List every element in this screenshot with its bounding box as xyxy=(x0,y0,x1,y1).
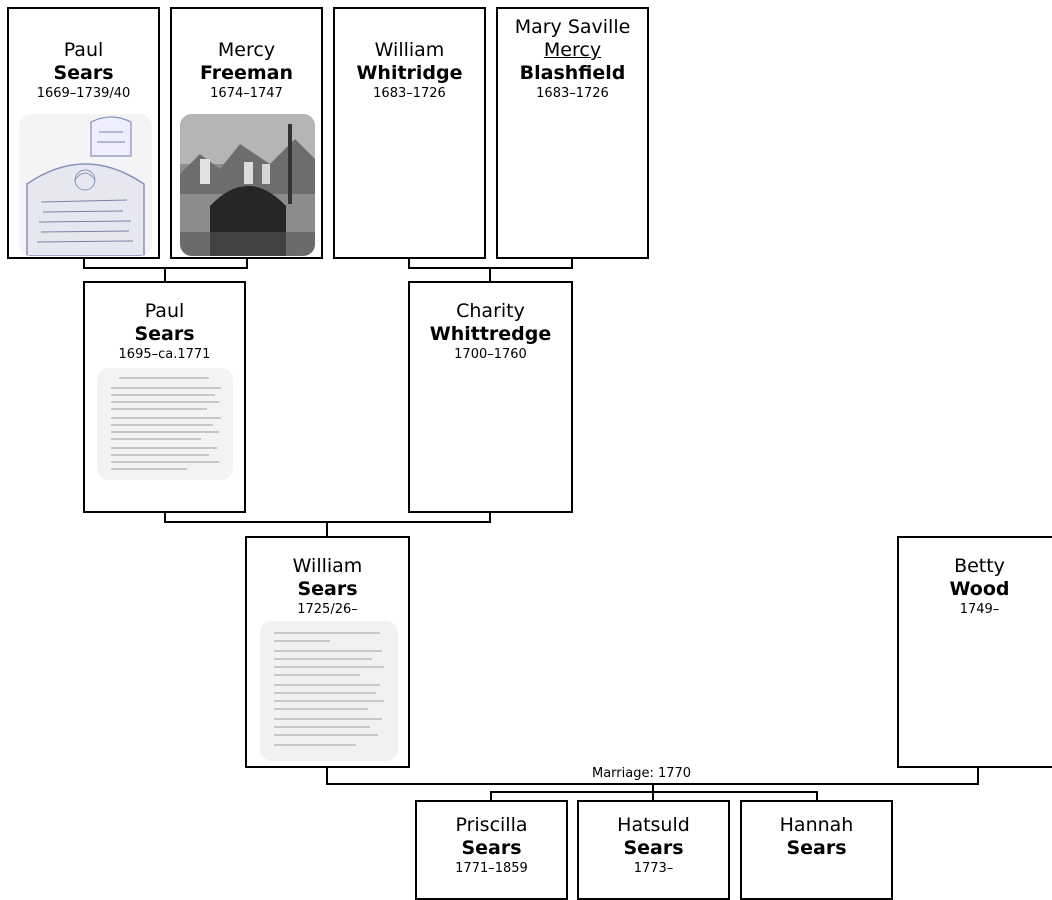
alternate-given-name: Mercy xyxy=(543,39,602,61)
person-card-paul-sears-1695[interactable]: Paul Sears 1695–ca.1771 xyxy=(83,281,246,513)
given-name: Priscilla xyxy=(455,814,528,836)
connector-line xyxy=(83,257,85,269)
surname: Sears xyxy=(786,837,847,859)
connector-line xyxy=(489,267,491,281)
life-dates: 1669–1739/40 xyxy=(36,86,131,101)
connector-line xyxy=(489,511,491,523)
person-card-mercy-blashfield[interactable]: Mary Saville Mercy Blashfield 1683–1726 xyxy=(496,7,649,259)
person-card-william-sears[interactable]: William Sears 1725/26– xyxy=(245,536,410,768)
connector-line xyxy=(652,783,654,793)
gravestone-photo-image[interactable] xyxy=(180,114,315,256)
connector-line xyxy=(816,791,818,800)
person-card-charity-whittredge[interactable]: Charity Whittredge 1700–1760 xyxy=(408,281,573,513)
given-name: Betty xyxy=(954,555,1005,577)
given-name: Mary Saville xyxy=(514,16,631,38)
surname: Sears xyxy=(53,62,114,84)
given-name: Paul xyxy=(144,300,185,322)
person-card-william-whitridge[interactable]: William Whitridge 1683–1726 xyxy=(333,7,486,259)
connector-line xyxy=(408,257,410,269)
person-card-betty-wood[interactable]: Betty Wood 1749– xyxy=(897,536,1052,768)
surname: Whitridge xyxy=(356,62,463,84)
connector-line xyxy=(326,766,328,785)
life-dates: 1773– xyxy=(633,861,674,876)
life-dates: 1771–1859 xyxy=(455,861,528,876)
surname: Sears xyxy=(134,323,195,345)
surname: Freeman xyxy=(199,62,294,84)
life-dates: 1749– xyxy=(959,602,1000,617)
life-dates: 1683–1726 xyxy=(536,86,609,101)
life-dates: 1674–1747 xyxy=(210,86,283,101)
given-name: Paul xyxy=(63,39,104,61)
life-dates: 1683–1726 xyxy=(373,86,446,101)
life-dates: 1695–ca.1771 xyxy=(118,347,211,362)
marriage-label: Marriage: 1770 xyxy=(589,766,695,782)
connector-line xyxy=(164,267,166,281)
gravestone-sketch-image[interactable] xyxy=(19,114,152,256)
person-card-priscilla-sears[interactable]: Priscilla Sears 1771–1859 xyxy=(415,800,568,900)
given-name: William xyxy=(292,555,363,577)
surname: Sears xyxy=(297,578,358,600)
connector-line xyxy=(490,791,818,793)
person-card-paul-sears-1669[interactable]: Paul Sears 1669–1739/40 xyxy=(7,7,160,259)
connector-line xyxy=(490,791,492,800)
surname: Sears xyxy=(461,837,522,859)
person-card-hannah-sears[interactable]: Hannah Sears xyxy=(740,800,893,900)
given-name: William xyxy=(374,39,445,61)
surname: Wood xyxy=(949,578,1010,600)
document-page-image[interactable] xyxy=(97,368,233,480)
life-dates: 1725/26– xyxy=(297,602,358,617)
document-page-image[interactable] xyxy=(260,621,398,761)
surname: Whittredge xyxy=(429,323,552,345)
connector-line xyxy=(571,257,573,269)
surname: Sears xyxy=(623,837,684,859)
given-name: Hatsuld xyxy=(617,814,690,836)
connector-line xyxy=(652,791,654,800)
surname: Blashfield xyxy=(519,62,626,84)
person-card-mercy-freeman[interactable]: Mercy Freeman 1674–1747 xyxy=(170,7,323,259)
connector-line xyxy=(246,257,248,269)
connector-line xyxy=(326,521,328,536)
person-card-hatsuld-sears[interactable]: Hatsuld Sears 1773– xyxy=(577,800,730,900)
connector-line xyxy=(977,766,979,785)
connector-line xyxy=(164,511,166,523)
given-name: Charity xyxy=(456,300,525,322)
life-dates: 1700–1760 xyxy=(454,347,527,362)
given-name: Mercy xyxy=(217,39,276,61)
given-name: Hannah xyxy=(779,814,854,836)
